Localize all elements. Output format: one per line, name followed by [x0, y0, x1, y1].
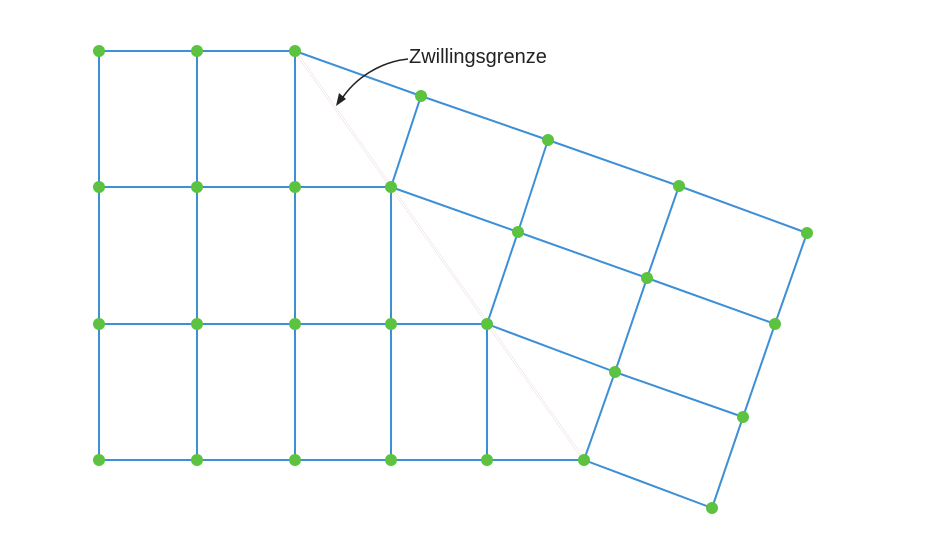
lattice-atom: [737, 411, 749, 423]
callout-arrowhead: [336, 93, 346, 106]
lattice-atom: [542, 134, 554, 146]
lattice-bond: [390, 95, 422, 188]
lattice-bond: [390, 186, 519, 233]
lattice-bond: [517, 139, 549, 233]
lattice-bond: [547, 139, 680, 187]
lattice-atom: [415, 90, 427, 102]
lattice-atom: [385, 318, 397, 330]
lattice-atom: [641, 272, 653, 284]
twin-boundary-label: Zwillingsgrenze: [409, 46, 547, 68]
lattice-atom: [609, 366, 621, 378]
lattice-atom: [769, 318, 781, 330]
lattice-bond: [678, 185, 808, 234]
lattice-bond: [583, 459, 713, 509]
lattice-lines: [98, 50, 808, 509]
lattice-atom: [191, 318, 203, 330]
twin-boundary: [294, 50, 585, 461]
lattice-atom: [481, 454, 493, 466]
lattice-atom: [93, 45, 105, 57]
lattice-bond: [420, 95, 549, 141]
lattice-atom: [191, 454, 203, 466]
lattice-atoms: [93, 45, 813, 514]
lattice-atom: [289, 318, 301, 330]
lattice-atom: [481, 318, 493, 330]
lattice-atom: [191, 181, 203, 193]
lattice-atom: [93, 181, 105, 193]
lattice-bond: [646, 185, 680, 279]
lattice-bond: [486, 231, 519, 325]
lattice-atom: [385, 454, 397, 466]
lattice-atom: [289, 454, 301, 466]
lattice-atom: [578, 454, 590, 466]
lattice-atom: [289, 45, 301, 57]
lattice-atom: [512, 226, 524, 238]
lattice-bond: [614, 371, 744, 418]
twin-boundary-inner: [294, 50, 585, 461]
lattice-atom: [289, 181, 301, 193]
lattice-bond: [294, 50, 422, 97]
lattice-bond: [711, 416, 744, 509]
lattice-bond: [486, 323, 616, 373]
lattice-atom: [385, 181, 397, 193]
lattice-bond: [583, 371, 616, 461]
lattice-bond: [742, 323, 776, 418]
lattice-atom: [673, 180, 685, 192]
lattice-atom: [801, 227, 813, 239]
callout-arrow: [340, 58, 409, 101]
lattice-bond: [646, 277, 776, 325]
lattice-atom: [93, 454, 105, 466]
lattice-bond: [517, 231, 648, 279]
lattice-bond: [774, 232, 808, 325]
lattice-atom: [706, 502, 718, 514]
lattice-atom: [191, 45, 203, 57]
lattice-atom: [93, 318, 105, 330]
callout: Zwillingsgrenze: [336, 46, 547, 106]
lattice-bond: [614, 277, 648, 373]
